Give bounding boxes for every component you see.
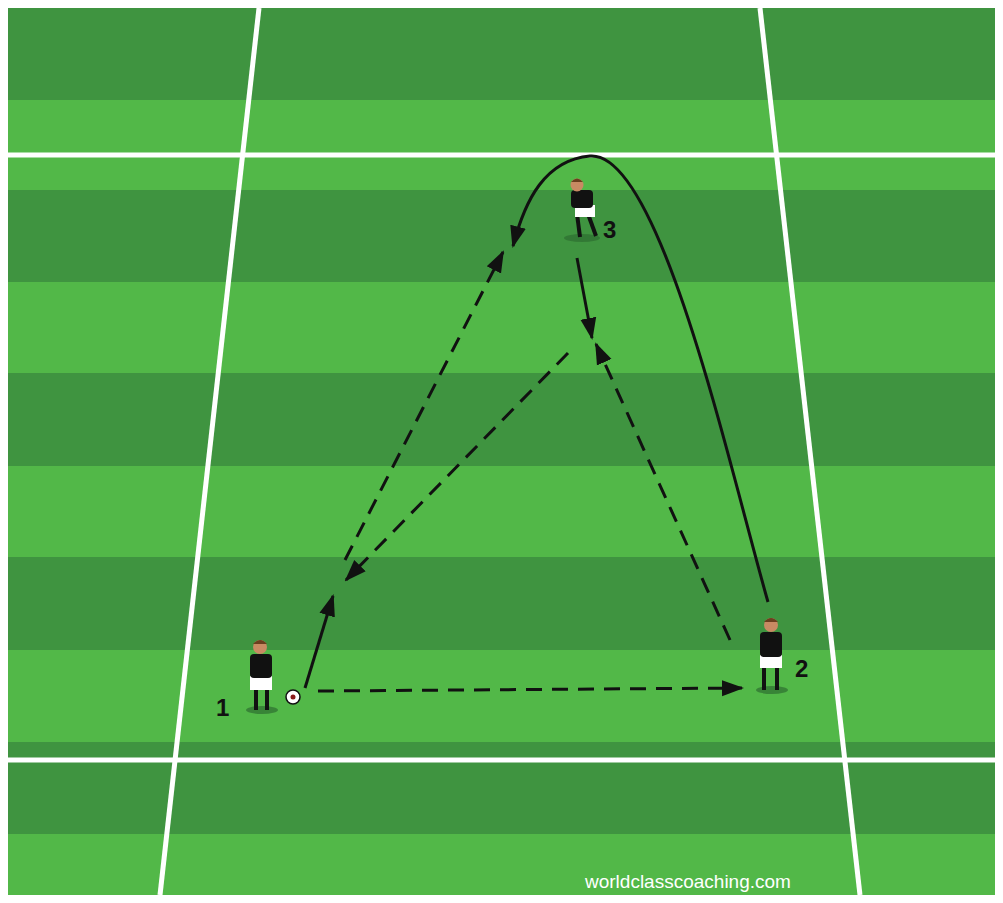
pitch-lines bbox=[8, 8, 995, 895]
watermark: worldclasscoaching.com bbox=[585, 872, 791, 891]
grass bbox=[8, 8, 995, 895]
player-figure bbox=[246, 640, 278, 714]
ball bbox=[286, 690, 300, 704]
callout-number: 3 bbox=[603, 218, 616, 242]
player-figure bbox=[756, 618, 788, 694]
callout-number: 2 bbox=[795, 657, 808, 681]
player-figure bbox=[564, 179, 600, 243]
movement-arrows bbox=[305, 156, 768, 691]
callout-number: 1 bbox=[216, 696, 229, 720]
